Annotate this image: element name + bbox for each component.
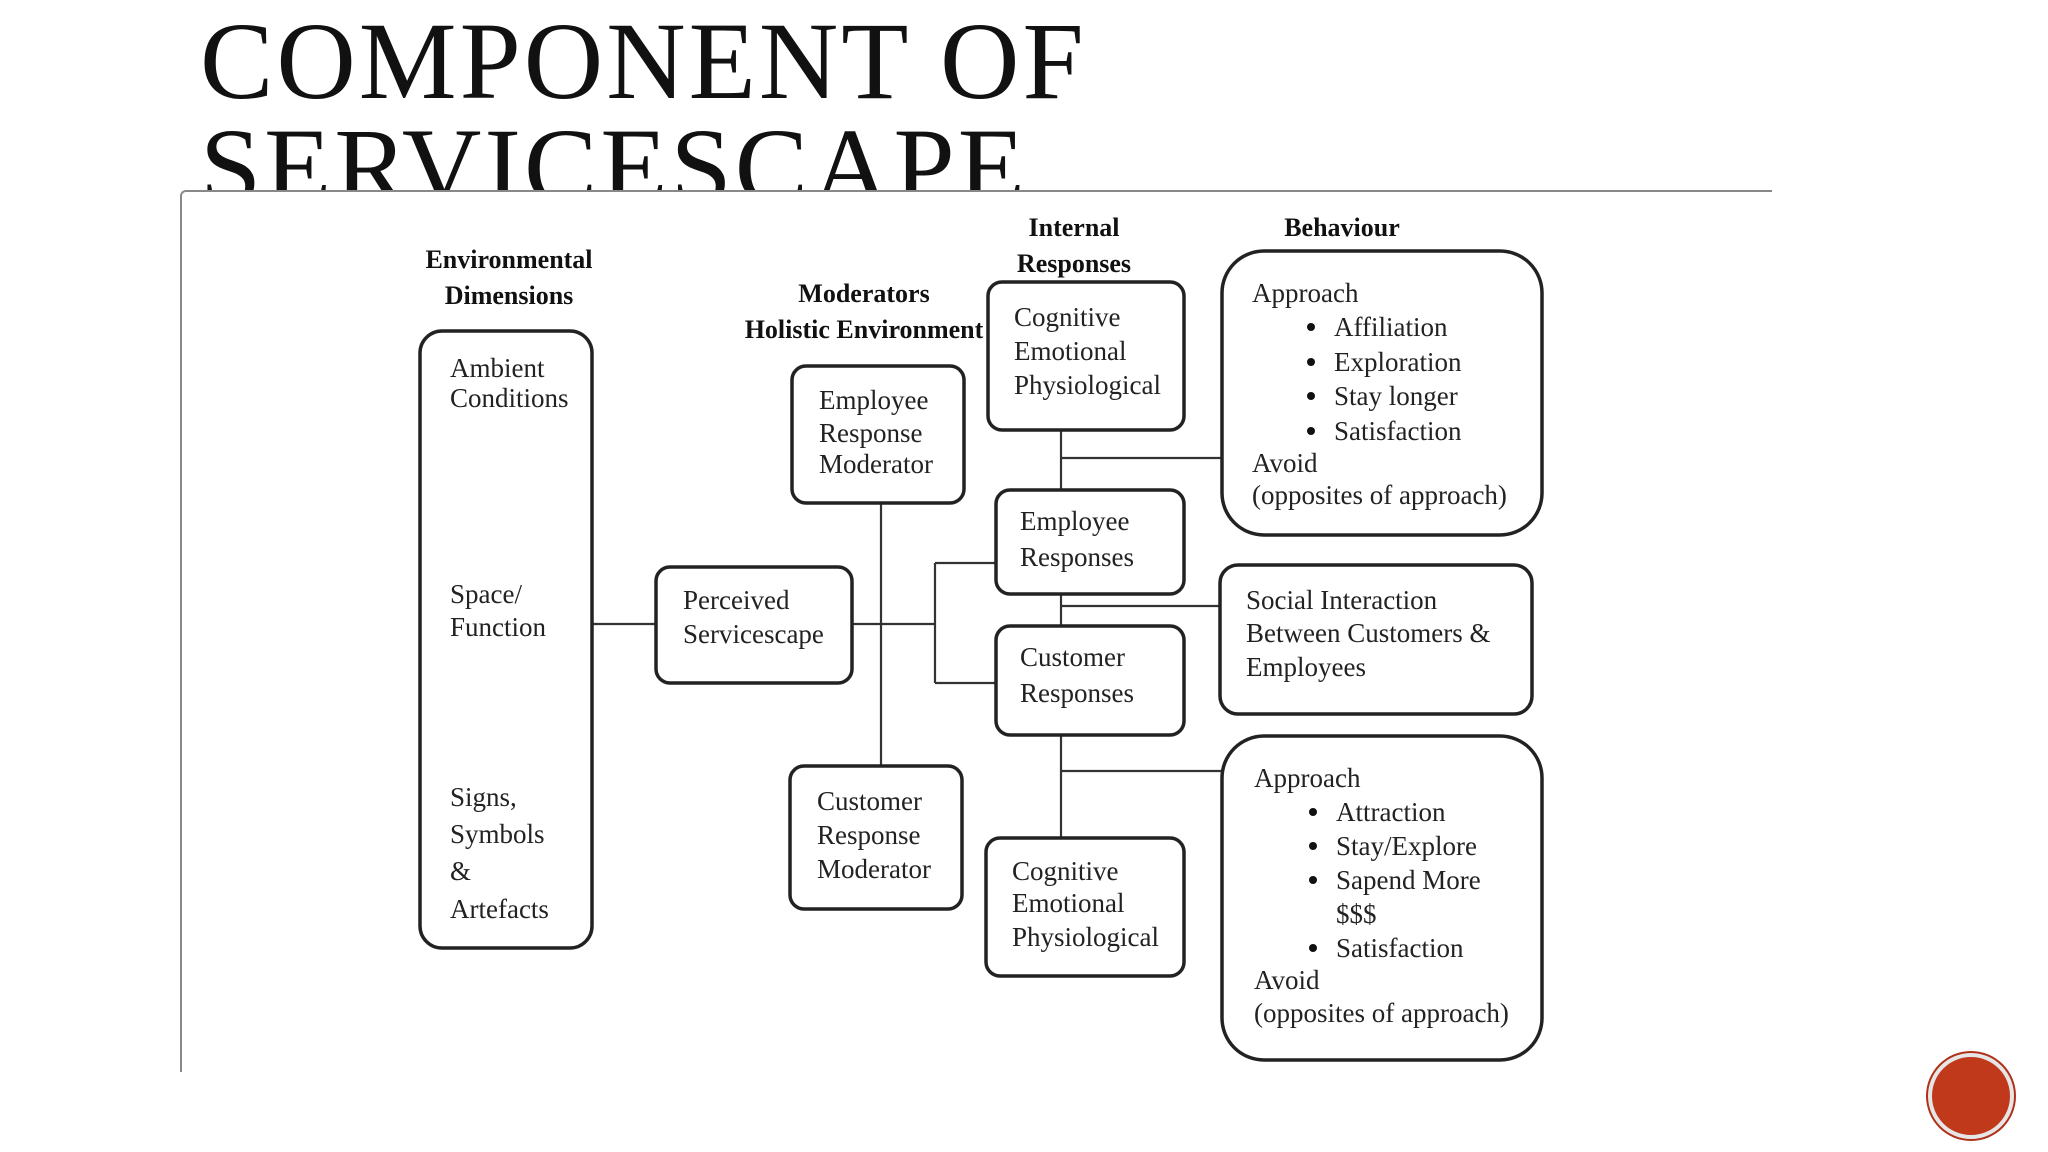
perceived-line-2: Servicescape — [683, 619, 824, 649]
emp-mod-line-3: Moderator — [819, 449, 933, 479]
beh-top-avoid: Avoid — [1252, 448, 1318, 478]
box-employee-responses: Employee Responses — [994, 488, 1186, 596]
bullet-icon — [1307, 392, 1315, 400]
header-moderators-line-2: Holistic Environment — [745, 315, 984, 344]
int-top-line-2: Emotional — [1014, 336, 1126, 366]
cust-mod-line-2: Response — [817, 820, 921, 850]
cust-resp-line-1: Customer — [1020, 642, 1125, 672]
box-perceived-servicescape: Perceived Servicescape — [654, 565, 854, 685]
env-space-line-2: Function — [450, 612, 547, 642]
beh-top-item-3: Stay longer — [1334, 381, 1458, 411]
beh-top-approach: Approach — [1252, 278, 1359, 308]
box-customer-responses: Customer Responses — [994, 624, 1186, 737]
bullet-icon — [1309, 944, 1317, 952]
int-bot-line-2: Emotional — [1012, 888, 1124, 918]
connector-lines — [592, 430, 1222, 838]
slide-title-line-1: COMPONENT OF — [200, 8, 1087, 122]
header-internal-line-1: Internal — [1029, 213, 1120, 242]
slide-title-line-2: SERVICESCAPE — [200, 106, 1028, 190]
beh-bot-item-1: Attraction — [1336, 797, 1446, 827]
env-ambient-line-1: Ambient — [450, 353, 545, 383]
header-behaviour: Behaviour — [1284, 213, 1400, 242]
int-bot-line-3: Physiological — [1012, 922, 1159, 952]
header-internal-line-2: Responses — [1017, 249, 1131, 278]
bullet-icon — [1307, 323, 1315, 331]
header-moderators-line-1: Moderators — [798, 279, 929, 308]
beh-top-item-4: Satisfaction — [1334, 416, 1462, 446]
beh-bot-approach: Approach — [1254, 763, 1361, 793]
social-line-1: Social Interaction — [1246, 585, 1438, 615]
env-signs-line-3: & — [450, 856, 471, 886]
env-signs-line-2: Symbols — [450, 819, 545, 849]
beh-top-item-2: Exploration — [1334, 347, 1462, 377]
cust-mod-line-1: Customer — [817, 786, 922, 816]
int-top-line-1: Cognitive — [1014, 302, 1121, 332]
box-customer-response-moderator: Customer Response Moderator — [788, 764, 964, 911]
header-env-line-2: Dimensions — [445, 281, 574, 310]
emp-mod-line-1: Employee — [819, 385, 928, 415]
slide-title: COMPONENT OF SERVICESCAPE — [200, 8, 1300, 190]
box-social-interaction: Social Interaction Between Customers & E… — [1218, 563, 1534, 716]
bullet-icon — [1307, 427, 1315, 435]
bullet-icon — [1309, 808, 1317, 816]
slide-number-badge — [1928, 1053, 2014, 1139]
social-line-3: Employees — [1246, 652, 1366, 682]
cust-resp-line-2: Responses — [1020, 678, 1134, 708]
emp-resp-line-2: Responses — [1020, 542, 1134, 572]
emp-mod-line-2: Response — [819, 418, 923, 448]
box-internal-responses-bottom: Cognitive Emotional Physiological — [984, 836, 1186, 978]
int-bot-line-1: Cognitive — [1012, 856, 1119, 886]
beh-bot-item-3: Sapend More — [1336, 865, 1481, 895]
header-env-line-1: Environmental — [425, 245, 592, 274]
env-signs-line-1: Signs, — [450, 782, 517, 812]
beh-top-item-1: Affiliation — [1334, 312, 1448, 342]
beh-bot-item-5: Satisfaction — [1336, 933, 1464, 963]
box-behaviour-top: Approach Affiliation Exploration Stay lo… — [1220, 249, 1544, 537]
beh-bot-avoid: Avoid — [1254, 965, 1320, 995]
bullet-icon — [1309, 842, 1317, 850]
env-space-line-1: Space/ — [450, 579, 522, 609]
cust-mod-line-3: Moderator — [817, 854, 931, 884]
box-behaviour-bottom: Approach Attraction Stay/Explore Sapend … — [1220, 734, 1544, 1062]
social-line-2: Between Customers & — [1246, 618, 1490, 648]
beh-top-avoid-note: (opposites of approach) — [1252, 480, 1507, 510]
perceived-line-1: Perceived — [683, 585, 790, 615]
emp-resp-line-1: Employee — [1020, 506, 1129, 536]
env-signs-line-4: Artefacts — [450, 894, 549, 924]
beh-bot-item-2: Stay/Explore — [1336, 831, 1477, 861]
beh-bot-item-4: $$$ — [1336, 899, 1377, 929]
box-internal-responses-top: Cognitive Emotional Physiological — [986, 280, 1186, 432]
bullet-icon — [1309, 876, 1317, 884]
bullet-icon — [1307, 358, 1315, 366]
box-employee-response-moderator: Employee Response Moderator — [790, 364, 966, 505]
box-environmental-dimensions: Ambient Conditions Space/ Function Signs… — [418, 329, 594, 950]
env-ambient-line-2: Conditions — [450, 383, 569, 413]
int-top-line-3: Physiological — [1014, 370, 1161, 400]
beh-bot-avoid-note: (opposites of approach) — [1254, 998, 1509, 1028]
